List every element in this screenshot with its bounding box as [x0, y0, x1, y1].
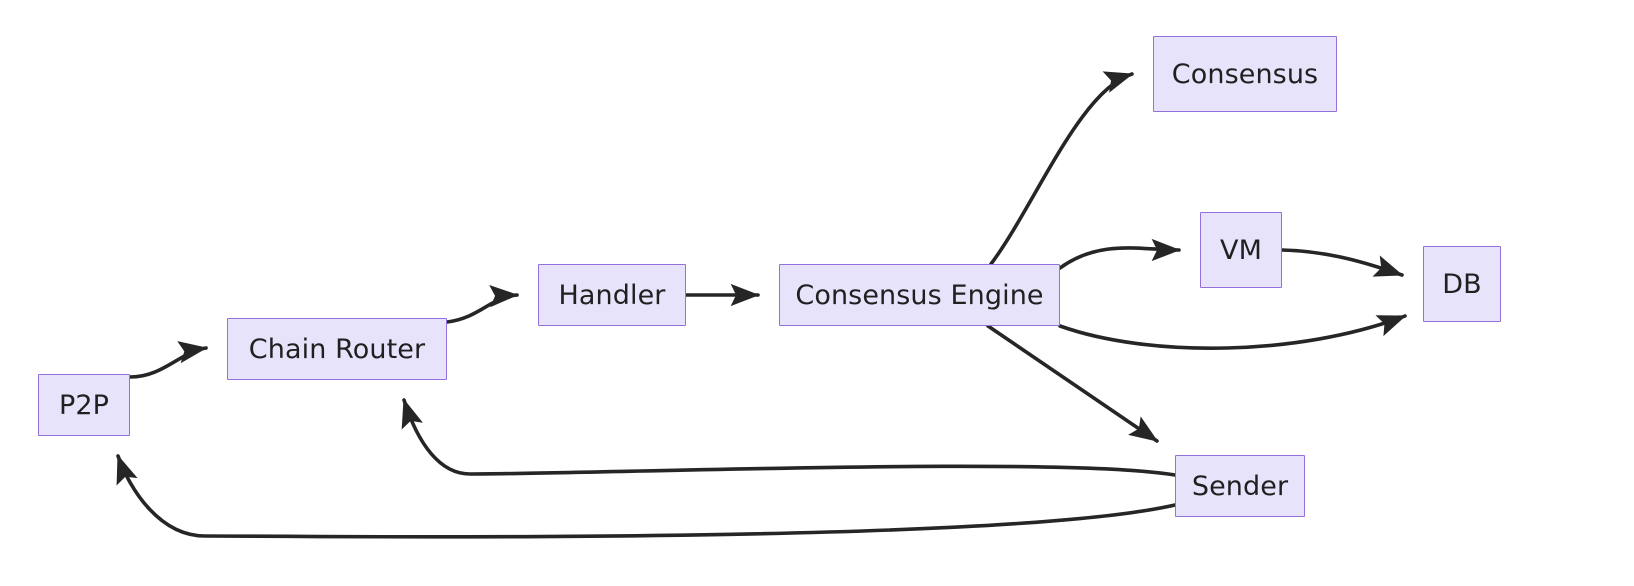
node-p2p-label: P2P — [58, 389, 110, 421]
node-db[interactable]: DB — [1423, 246, 1501, 322]
node-sender-label: Sender — [1191, 470, 1289, 502]
node-handler-label: Handler — [558, 279, 666, 311]
node-db-label: DB — [1442, 268, 1482, 300]
edge-engine-to-vm — [1058, 238, 1181, 270]
node-vm-label: VM — [1220, 234, 1262, 266]
edge-sender-to-p2p — [116, 454, 1177, 539]
node-consensus[interactable]: Consensus — [1153, 36, 1337, 112]
node-vm[interactable]: VM — [1200, 212, 1282, 288]
node-chain-router-label: Chain Router — [248, 333, 426, 365]
node-chain-router[interactable]: Chain Router — [227, 318, 447, 380]
edge-sender-to-router — [401, 398, 1177, 477]
edge-p2p-to-router — [128, 341, 208, 379]
edge-vm-to-db — [1280, 248, 1404, 277]
edge-router-to-handler — [445, 284, 519, 324]
node-p2p[interactable]: P2P — [38, 374, 130, 436]
edge-engine-to-consensus — [989, 71, 1134, 266]
edge-engine-to-sender — [986, 324, 1159, 443]
node-sender[interactable]: Sender — [1175, 455, 1305, 517]
node-consensus-engine-label: Consensus Engine — [795, 279, 1044, 311]
node-handler[interactable]: Handler — [538, 264, 686, 326]
edge-engine-to-db — [1058, 314, 1407, 350]
node-consensus-label: Consensus — [1171, 58, 1319, 90]
node-consensus-engine[interactable]: Consensus Engine — [779, 264, 1060, 326]
